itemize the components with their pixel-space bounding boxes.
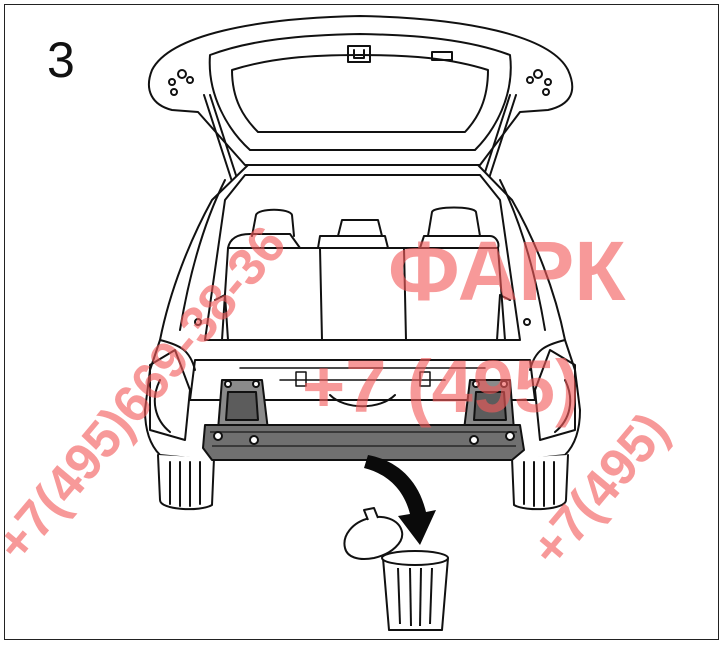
removal-arrow-icon bbox=[364, 455, 436, 545]
rear-wheel-left bbox=[157, 454, 215, 511]
bumper-beam bbox=[202, 424, 525, 461]
mount-bracket-right bbox=[463, 379, 515, 431]
watermark-phone-bold: +7 (495) bbox=[302, 345, 580, 428]
open-tailgate bbox=[147, 15, 574, 166]
rear-wheel-right bbox=[511, 454, 569, 511]
step-number: 3 bbox=[47, 32, 75, 88]
mount-bracket-left bbox=[217, 379, 269, 431]
cargo-area bbox=[204, 174, 521, 341]
trash-bin-icon bbox=[343, 507, 449, 631]
watermark-brand: ФАРК bbox=[388, 224, 626, 318]
rear-panel bbox=[189, 359, 536, 408]
